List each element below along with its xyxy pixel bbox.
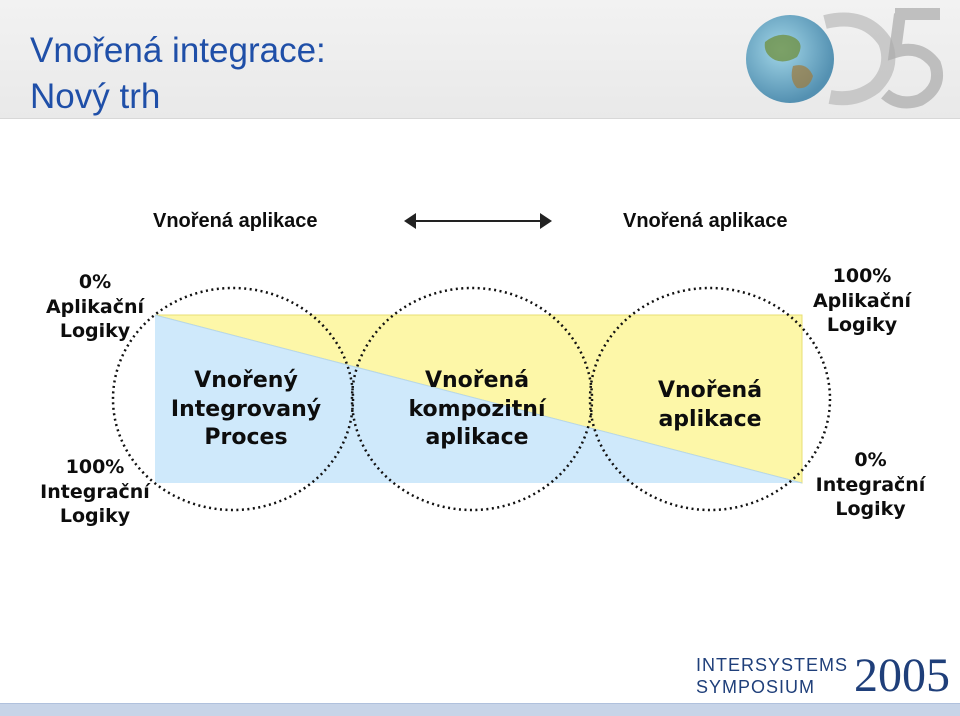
logo-line-2: SYMPOSIUM [695,677,815,697]
circle-label-line: Vnořený [194,368,298,393]
top-right-axis-label: 100% Aplikační Logiky [803,264,921,338]
intersystems-logo: INTERSYSTEMS SYMPOSIUM 2005 [696,652,950,700]
circle-1-label: Vnořený Integrovaný Proces [158,367,334,453]
header-bar: Vnořená integrace: Nový trh [0,0,960,119]
circle-label-line: aplikace [658,406,762,432]
axis-kind: Integrační [40,480,150,503]
title-line-2: Nový trh [30,76,161,116]
circle-label-line: Vnořená [424,368,530,393]
logo-line-1: INTERSYSTEMS [695,654,848,675]
axis-percent: 100% [832,265,892,287]
circle-2-label: Vnořená kompozitní aplikace [392,367,562,453]
circle-label-line: aplikace [425,425,529,451]
globe-05-logo-icon [746,8,944,109]
double-arrow-icon [404,213,552,229]
circle-composite-application [350,286,594,512]
axis-kind: Integrační [815,473,926,496]
circle-label-line: Vnořená [657,378,763,403]
axis-word: Logiky [59,505,131,528]
circle-label-line: Integrovaný [170,396,322,422]
top-left-axis-label: 0% Aplikační Logiky [35,270,155,344]
top-left-label: Vnořená aplikace [153,210,318,232]
logo-year: 2005 [854,649,950,702]
axis-word: Logiky [835,498,906,521]
page-title: Vnořená integrace: Nový trh [30,28,326,119]
axis-percent: 100% [65,456,125,478]
bottom-left-axis-label: 100% Integrační Logiky [35,455,155,529]
bottom-right-axis-label: 0% Integrační Logiky [808,448,933,522]
circle-3-label: Vnořená aplikace [630,377,790,434]
circle-embedded-application [588,286,832,512]
circle-embedded-process [111,286,355,512]
footer-bar [0,703,960,716]
title-line-1: Vnořená integrace: [30,31,326,70]
circle-label-line: Proces [204,425,288,451]
axis-word: Logiky [59,320,131,343]
axis-percent: 0% [854,449,887,471]
axis-percent: 0% [78,271,112,293]
circle-label-line: kompozitní [408,396,546,422]
top-right-label: Vnořená aplikace [623,210,788,232]
axis-kind: Aplikační [812,289,912,312]
axis-kind: Aplikační [45,295,145,318]
diagonal-divider [154,314,803,484]
axis-word: Logiky [826,314,898,337]
